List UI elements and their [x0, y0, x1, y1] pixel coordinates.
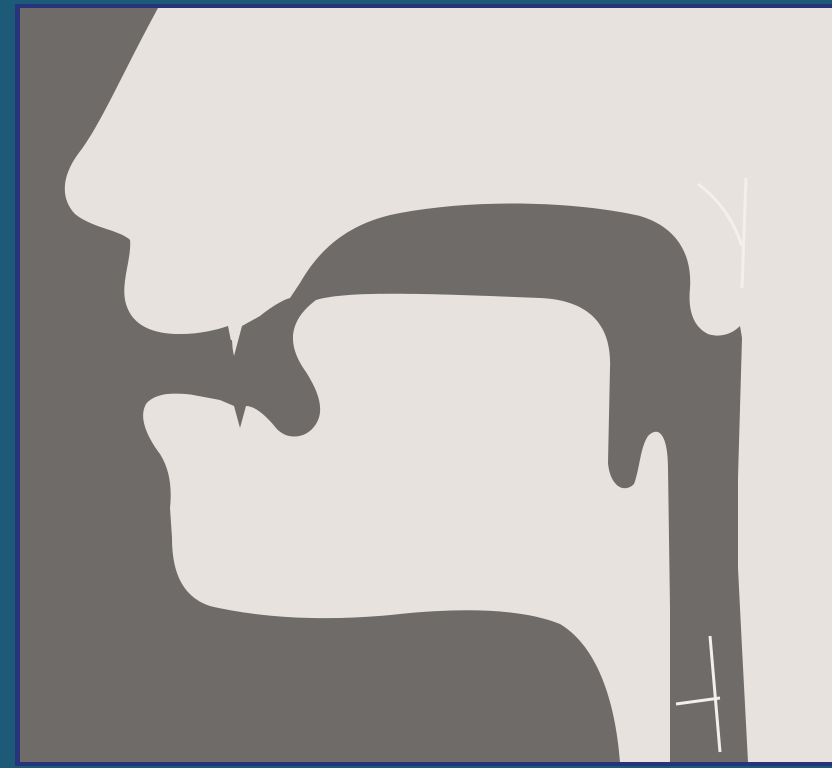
vocal-tract-diagram: [20, 8, 832, 762]
